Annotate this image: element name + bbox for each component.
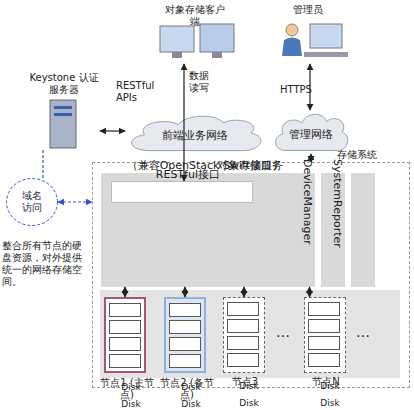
connector xyxy=(184,287,185,297)
disk-box: Disk xyxy=(227,302,259,316)
connector xyxy=(42,150,43,178)
storage-node: 节点NDiskDisk…Disk xyxy=(304,297,346,373)
storage-node: 节点2 (备节点)DiskDisk…Disk xyxy=(164,297,206,373)
admin-node: 管理员 xyxy=(268,2,348,64)
disk-box: Disk xyxy=(308,353,340,367)
disk-box: … xyxy=(308,336,340,350)
note-label: … xyxy=(276,326,296,338)
system-boundary: 存储系统对象存储服务（兼容OpenStack Swift接口）RESTful接口… xyxy=(92,162,410,388)
service-box: 对象存储服务（兼容OpenStack Swift接口）RESTful接口 xyxy=(101,173,315,287)
storage-node: 节点3DiskDisk…Disk xyxy=(223,297,265,373)
disk-box: Disk xyxy=(308,319,340,333)
server-slot xyxy=(54,106,72,109)
access-ellipse: 域名访问 xyxy=(6,178,58,226)
auth-server: Keystone 认证服务器 xyxy=(28,70,100,150)
disk-box: Disk xyxy=(169,320,201,334)
disk-box: Disk xyxy=(169,303,201,317)
node-text: 对象存储客户端 xyxy=(162,4,228,28)
node-text: RESTful接口 xyxy=(156,168,220,182)
monitor-icon xyxy=(310,24,342,48)
client-node: 对象存储客户端 xyxy=(155,2,235,64)
node-text: Disk xyxy=(301,398,359,408)
disk-box: … xyxy=(109,337,141,351)
storage-node: 节点1 (主节点)DiskDisk…Disk xyxy=(104,297,146,373)
disk-box: … xyxy=(169,337,201,351)
edge-label: HTTPS xyxy=(280,84,314,96)
server-slot xyxy=(54,113,72,116)
connector xyxy=(183,64,184,181)
monitor-stand xyxy=(172,52,182,58)
person-body xyxy=(282,38,302,57)
node-text: 管理员 xyxy=(293,4,323,16)
node-text: Keystone 认证服务器 xyxy=(28,72,100,96)
network-cloud: 前端业务网络 xyxy=(125,112,265,154)
disk-box: Disk xyxy=(227,319,259,333)
node-text: Disk xyxy=(220,381,278,391)
note-label: RESTful APIs xyxy=(116,80,158,104)
connector xyxy=(243,287,244,297)
interface-box: RESTful接口 xyxy=(111,181,253,203)
node-text: DeviceManager xyxy=(301,159,313,245)
node-text: Disk xyxy=(162,382,220,392)
disk-box: Disk xyxy=(308,302,340,316)
node-text: Disk xyxy=(301,381,359,391)
monitor-stand xyxy=(212,52,222,58)
disk-box: Disk xyxy=(109,354,141,368)
node-text: SystemReporter xyxy=(331,159,343,248)
node-text: Disk xyxy=(220,398,278,408)
ellipse-shape xyxy=(7,178,58,225)
disk-box: Disk xyxy=(169,354,201,368)
connector xyxy=(309,64,310,110)
note-label: 整合所有节点的硬盘资源，对外提供统一的网络存储空间。 xyxy=(2,240,90,288)
node-text: 域名访问 xyxy=(19,190,45,214)
node-text: 存储系统 xyxy=(337,149,377,161)
cloud-shape xyxy=(131,116,260,150)
desk xyxy=(304,52,348,57)
monitor-icon xyxy=(160,26,194,52)
node-text: 前端业务网络 xyxy=(162,124,228,142)
connector xyxy=(309,287,310,297)
note-label: … xyxy=(356,326,376,338)
connector xyxy=(124,287,125,297)
node-text: Disk xyxy=(162,399,220,409)
connector xyxy=(100,130,125,131)
network-cloud: 管理网络 xyxy=(272,110,350,154)
person-head xyxy=(286,24,298,36)
disk-box: … xyxy=(227,336,259,350)
disk-band xyxy=(100,290,400,378)
cloud-shape xyxy=(276,114,348,150)
node-text: Disk xyxy=(102,382,160,392)
disk-box: Disk xyxy=(109,320,141,334)
edge-label: 数据读写 xyxy=(189,70,211,94)
disk-box: Disk xyxy=(109,303,141,317)
connector xyxy=(58,201,92,202)
node-text: Disk xyxy=(102,399,160,409)
disk-box: Disk xyxy=(227,353,259,367)
monitor-icon xyxy=(200,24,234,52)
module-box: SystemReporter xyxy=(351,173,375,287)
node-text: 管理网络 xyxy=(289,123,333,141)
server-icon xyxy=(50,100,76,148)
connector xyxy=(310,154,311,162)
